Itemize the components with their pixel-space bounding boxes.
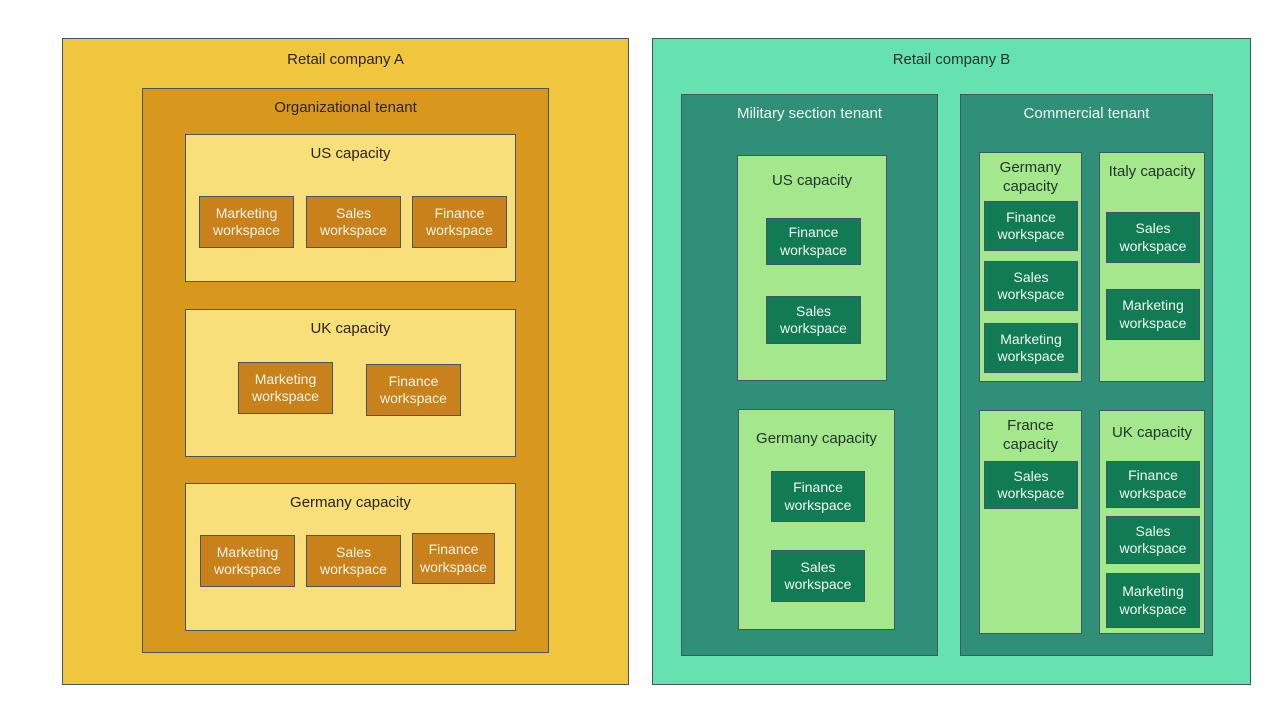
capacity-mil-us-title: US capacity: [771, 172, 853, 189]
capacity-com-france-title: France capacity: [1002, 417, 1059, 453]
capacity-a-germany-box: Germany capacity Marketing workspace Sal…: [185, 483, 516, 631]
capacity-com-uk-box: UK capacity Finance workspace Sales work…: [1099, 410, 1205, 634]
capacity-mil-us-box: US capacity Finance workspace Sales work…: [737, 155, 887, 381]
workspace-box: Finance workspace: [1106, 461, 1200, 508]
workspace-box: Marketing workspace: [1106, 573, 1200, 628]
capacity-mil-germany-box: Germany capacity Finance workspace Sales…: [738, 409, 895, 630]
workspace-box: Finance workspace: [766, 218, 861, 265]
company-b-box: Retail company B Military section tenant…: [652, 38, 1251, 685]
capacity-com-italy-title: Italy capacity: [1108, 163, 1196, 180]
capacity-com-germany-title: Germany capacity: [999, 159, 1062, 195]
workspace-box: Marketing workspace: [984, 323, 1078, 373]
tenant-military-box: Military section tenant US capacity Fina…: [681, 94, 938, 656]
capacity-a-germany-title: Germany capacity: [290, 494, 411, 511]
workspace-box: Finance workspace: [771, 471, 865, 522]
workspace-box: Marketing workspace: [200, 535, 295, 587]
tenant-commercial-title: Commercial tenant: [1023, 105, 1150, 122]
tenant-military-title: Military section tenant: [736, 105, 883, 122]
workspace-box: Sales workspace: [306, 535, 401, 587]
workspace-box: Marketing workspace: [238, 362, 333, 414]
capacity-com-italy-box: Italy capacity Sales workspace Marketing…: [1099, 152, 1205, 382]
capacity-a-uk-box: UK capacity Marketing workspace Finance …: [185, 309, 516, 457]
capacity-a-us-title: US capacity: [310, 145, 391, 162]
workspace-box: Marketing workspace: [1106, 289, 1200, 340]
workspace-box: Marketing workspace: [199, 196, 294, 248]
workspace-box: Sales workspace: [1106, 516, 1200, 564]
company-a-title: Retail company A: [287, 51, 404, 68]
workspace-box: Sales workspace: [766, 296, 861, 344]
capacity-a-us-box: US capacity Marketing workspace Sales wo…: [185, 134, 516, 282]
workspace-box: Sales workspace: [306, 196, 401, 248]
tenant-organizational-box: Organizational tenant US capacity Market…: [142, 88, 549, 653]
workspace-box: Finance workspace: [984, 201, 1078, 251]
company-b-title: Retail company B: [892, 51, 1011, 68]
workspace-box: Sales workspace: [984, 461, 1078, 509]
workspace-box: Finance workspace: [366, 364, 461, 416]
capacity-com-uk-title: UK capacity: [1111, 424, 1193, 441]
tenant-commercial-box: Commercial tenant Germany capacity Finan…: [960, 94, 1213, 656]
workspace-box: Finance workspace: [412, 533, 495, 584]
capacity-mil-germany-title: Germany capacity: [756, 430, 877, 447]
capacity-com-germany-box: Germany capacity Finance workspace Sales…: [979, 152, 1082, 382]
workspace-box: Finance workspace: [412, 196, 507, 248]
workspace-box: Sales workspace: [771, 550, 865, 602]
company-a-box: Retail company A Organizational tenant U…: [62, 38, 629, 685]
capacity-com-france-box: France capacity Sales workspace: [979, 410, 1082, 634]
workspace-box: Sales workspace: [984, 261, 1078, 311]
capacity-a-uk-title: UK capacity: [310, 320, 391, 337]
tenant-organizational-title: Organizational tenant: [274, 99, 417, 116]
workspace-box: Sales workspace: [1106, 212, 1200, 263]
